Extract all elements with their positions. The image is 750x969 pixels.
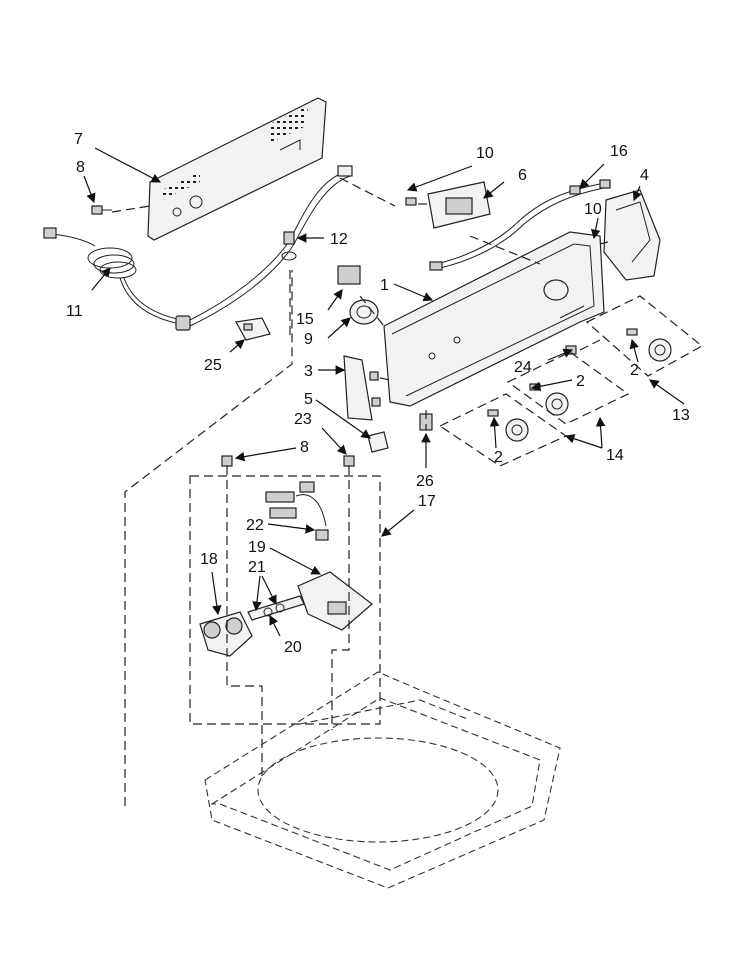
callout-10: 10: [476, 145, 494, 162]
callout-2: 2: [576, 373, 585, 390]
inlet-valve-kit-box: [189, 475, 381, 725]
routing-line: [226, 466, 263, 776]
callout-17: 17: [418, 493, 436, 510]
knob-kit-box: [506, 351, 630, 425]
wire-harness-part: [429, 179, 611, 271]
callout-26: 26: [416, 473, 434, 490]
hose-part: [247, 595, 305, 621]
callout-8: 8: [76, 159, 85, 176]
callout-6: 6: [518, 167, 527, 184]
knob-part: [487, 409, 529, 442]
routing-line: [579, 339, 601, 351]
knob-kit-box: [585, 295, 704, 377]
callout-7: 7: [74, 131, 83, 148]
pressure-switch-part: [337, 265, 379, 325]
routing-line: [339, 177, 396, 207]
clip-part: [235, 317, 271, 341]
callout-22: 22: [246, 517, 264, 534]
knob-part: [626, 328, 672, 362]
routing-line: [379, 377, 391, 381]
routing-line: [331, 466, 350, 730]
callout-25: 25: [204, 357, 222, 374]
knob-part: [529, 383, 569, 416]
callout-2: 2: [494, 449, 503, 466]
screw-part: [91, 205, 112, 215]
callout-8: 8: [300, 439, 309, 456]
base-cabinet-outline: [204, 671, 561, 889]
dispenser-part: [297, 571, 373, 631]
callout-3: 3: [304, 363, 313, 380]
console-panel-part: [383, 231, 605, 407]
callout-18: 18: [200, 551, 218, 568]
leader-lines: [83, 147, 685, 637]
callout-15: 15: [296, 311, 314, 328]
inlet-valve-part: [199, 611, 253, 657]
callout-2: 2: [630, 362, 639, 379]
routing-line: [124, 270, 293, 806]
callout-16: 16: [610, 143, 628, 160]
routing-line: [599, 241, 609, 245]
routing-line: [111, 205, 151, 213]
callout-1: 1: [380, 277, 389, 294]
callout-19: 19: [248, 539, 266, 556]
callout-9: 9: [304, 331, 313, 348]
callout-21: 21: [248, 559, 266, 576]
bracket-part: [343, 355, 381, 421]
callout-20: 20: [284, 639, 302, 656]
ground-screw-part: [281, 231, 297, 261]
routing-line: [359, 295, 385, 327]
callout-13: 13: [672, 407, 690, 424]
callout-labels: 1 2 2 2 3 4 5 6 7 8 8 9 10 10 11 12 13 1…: [66, 131, 690, 656]
callout-5: 5: [304, 391, 313, 408]
routing-line: [469, 235, 541, 265]
valve-harness-part: [265, 481, 329, 541]
callout-10: 10: [584, 201, 602, 218]
callout-14: 14: [606, 447, 624, 464]
callout-12: 12: [330, 231, 348, 248]
callout-24: 24: [514, 359, 532, 376]
callout-11: 11: [66, 303, 83, 320]
small-clip-part: [367, 431, 389, 453]
power-cord-part: [43, 165, 353, 331]
control-board-part: [405, 181, 491, 229]
callout-23: 23: [294, 411, 312, 428]
rear-panel-part: [147, 97, 327, 241]
callout-4: 4: [640, 167, 649, 184]
